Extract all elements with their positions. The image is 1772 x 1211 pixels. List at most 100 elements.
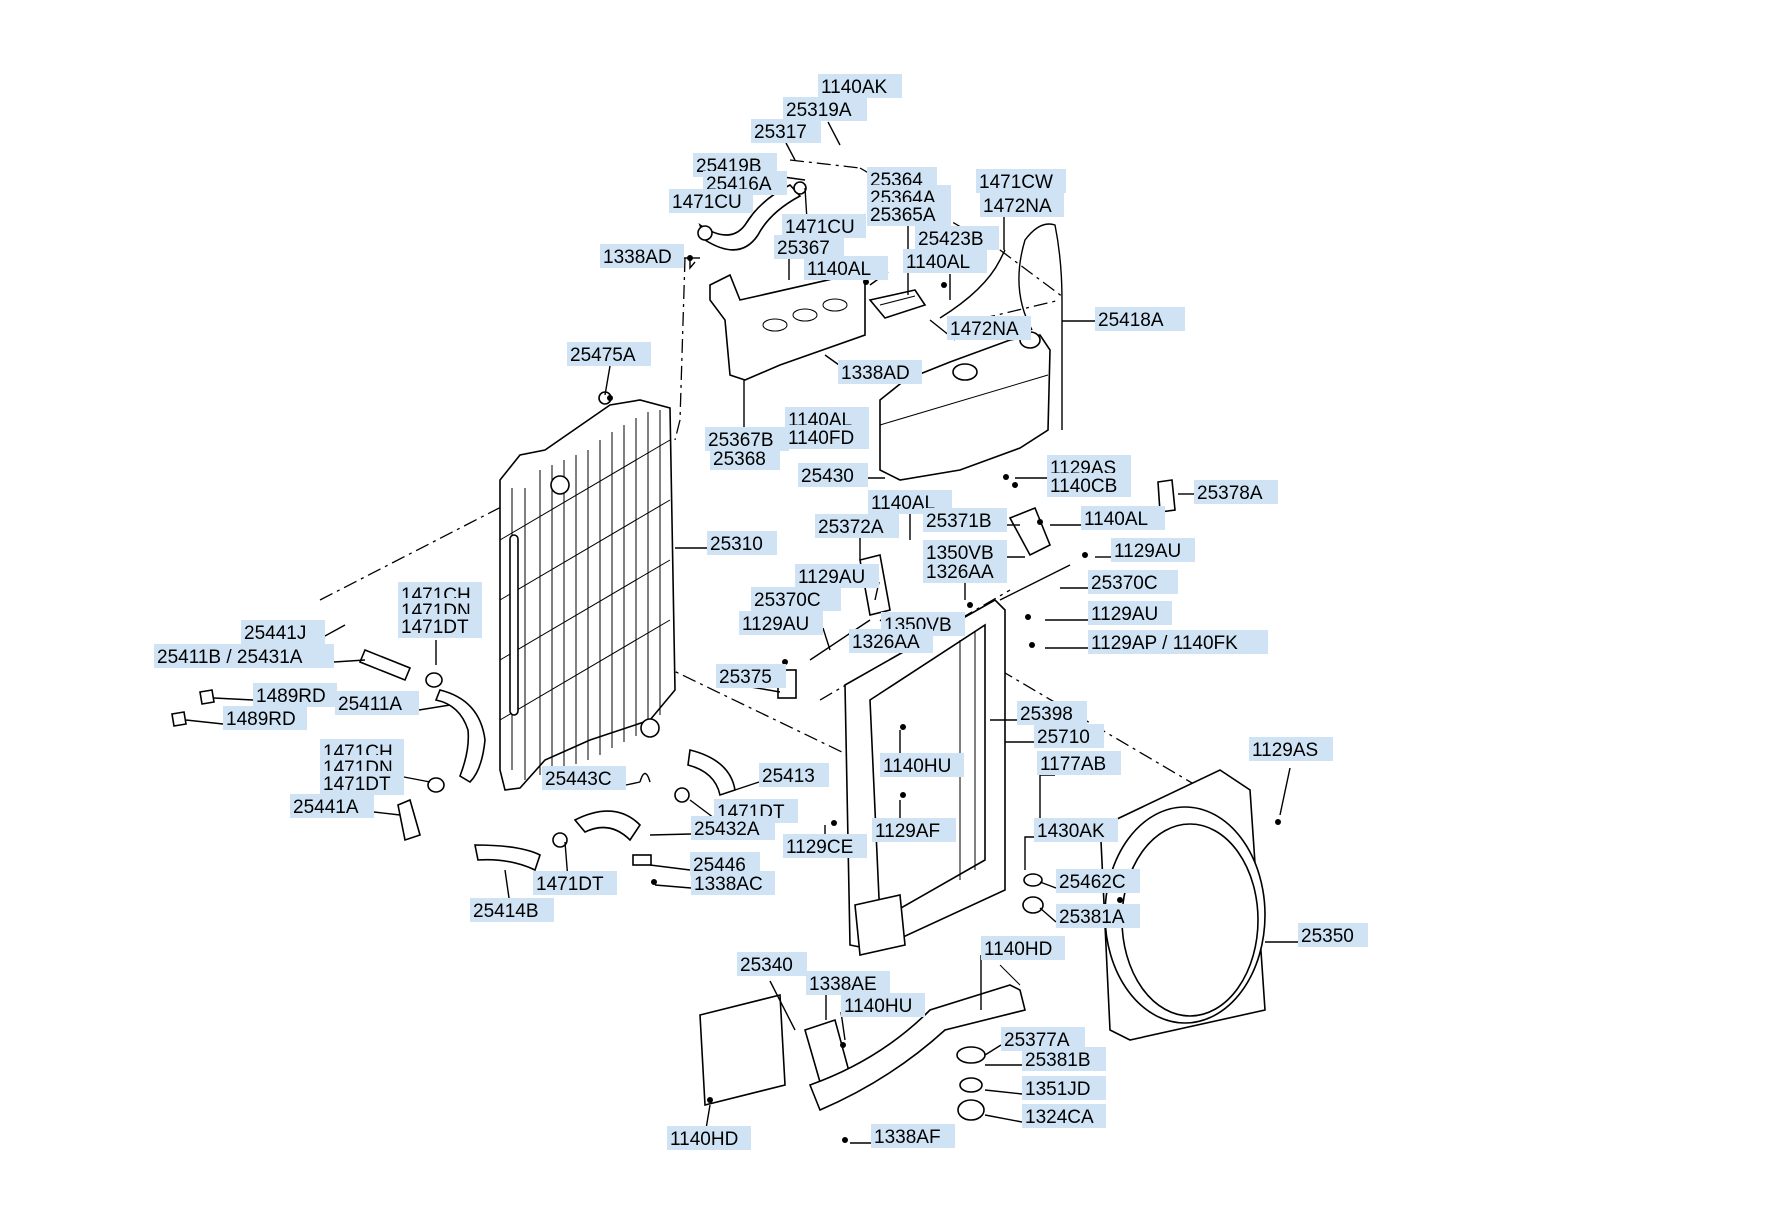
part-label-1177ab: 1177AB — [1037, 751, 1121, 775]
part-label-25317: 25317 — [751, 119, 821, 143]
part-label-bg — [716, 664, 786, 688]
part-label-text: 25423B — [918, 229, 984, 250]
part-label-25310: 25310 — [707, 531, 777, 555]
part-label-bg — [154, 644, 334, 668]
part-label-bg — [804, 256, 888, 280]
part-label-text: 25371B — [926, 511, 992, 532]
part-label-bg — [751, 119, 821, 143]
part-label-bg — [880, 753, 964, 777]
part-label-text: 1326AA — [926, 562, 994, 583]
part-label-bg — [691, 816, 775, 840]
bracket-25364 — [868, 289, 927, 319]
part-label-bg — [691, 871, 775, 895]
part-label-bg — [600, 244, 684, 268]
part-label-text: 1471CW — [979, 172, 1053, 193]
part-label-text: 25350 — [1301, 926, 1354, 947]
part-label-bg — [241, 620, 325, 644]
part-label-text: 25462C — [1059, 872, 1126, 893]
part-label-25411b-25431a: 25411B / 25431A — [154, 644, 334, 668]
part-label-text: 25377A — [1004, 1030, 1070, 1051]
part-label-bg — [1088, 601, 1172, 625]
part-label-text: 25365A — [870, 205, 936, 226]
part-label-text: 1129AU — [798, 567, 865, 588]
part-label-1471cu: 1471CU — [782, 214, 866, 238]
part-label-25350: 25350 — [1298, 923, 1368, 947]
part-label-25340: 25340 — [737, 952, 807, 976]
part-label-1338ae: 1338AE — [806, 971, 890, 995]
part-label-25423b: 25423B — [915, 226, 999, 250]
part-label-bg — [470, 898, 554, 922]
part-label-25430: 25430 — [798, 463, 868, 487]
part-label-25441a: 25441A — [290, 794, 374, 818]
bolt-markers — [607, 107, 1281, 1143]
part-label-text: 1338AC — [694, 874, 763, 895]
part-label-bg — [1056, 869, 1140, 893]
part-label-bg — [751, 587, 841, 611]
part-label-25368: 25368 — [710, 446, 780, 470]
part-label-text: 1140AL — [871, 493, 935, 514]
part-label-text: 1140HD — [984, 939, 1052, 960]
part-label-1140fd: 1140FD — [785, 425, 869, 449]
lower-support — [699, 964, 1026, 1112]
part-label-text: 25418A — [1098, 310, 1164, 331]
part-label-text: 25441A — [293, 797, 359, 818]
part-label-bg — [1249, 737, 1333, 761]
part-label-25367: 25367 — [774, 235, 844, 259]
part-label-text: 1140FD — [788, 428, 854, 449]
part-label-1129ce: 1129CE — [783, 834, 867, 858]
part-label-text: 1140AL — [807, 259, 871, 280]
part-label-bg — [838, 360, 922, 384]
part-label-text: 1140HD — [670, 1129, 738, 1150]
part-label-bg — [798, 463, 868, 487]
part-label-text: 25381A — [1059, 907, 1125, 928]
part-label-1129au: 1129AU — [1111, 538, 1195, 562]
part-label-text: 1338AD — [841, 363, 910, 384]
part-label-text: 25367 — [777, 238, 830, 259]
part-label-25441j: 25441J — [241, 620, 325, 644]
part-label-1129au: 1129AU — [1088, 601, 1172, 625]
part-label-bg — [783, 97, 867, 121]
part-label-25462c: 25462C — [1056, 869, 1140, 893]
part-label-text: 1471DT — [323, 774, 391, 795]
part-label-1471cu: 1471CU — [669, 189, 753, 213]
part-label-text: 1472NA — [983, 196, 1052, 217]
part-label-1430ak: 1430AK — [1034, 818, 1118, 842]
part-label-1140ak: 1140AK — [818, 74, 902, 98]
part-label-1472na: 1472NA — [980, 193, 1064, 217]
part-label-1129au: 1129AU — [739, 611, 823, 635]
part-label-text: 1140AL — [906, 252, 970, 273]
part-label-text: 25367B — [708, 430, 774, 451]
part-label-1472na: 1472NA — [947, 316, 1031, 340]
part-label-text: 25370C — [1091, 573, 1158, 594]
part-label-text: 25370C — [754, 590, 821, 611]
part-label-1129as: 1129AS — [1249, 737, 1333, 761]
part-label-text: 1129AU — [1091, 604, 1158, 625]
part-label-bg — [1298, 923, 1368, 947]
part-label-1471cw: 1471CW — [976, 169, 1066, 193]
part-label-text: 1324CA — [1025, 1107, 1094, 1128]
part-label-text: 25372A — [818, 517, 884, 538]
part-label-1326aa: 1326AA — [849, 629, 933, 653]
part-label-text: 25378A — [1197, 483, 1263, 504]
part-label-text: 1326AA — [852, 632, 920, 653]
part-label-1140al: 1140AL — [903, 249, 987, 273]
part-label-1471dt: 1471DT — [533, 871, 617, 895]
part-label-bg — [815, 514, 899, 538]
part-label-text: 1177AB — [1040, 754, 1106, 775]
part-label-bg — [1088, 630, 1268, 654]
part-label-text: 1129AU — [742, 614, 809, 635]
part-label-bg — [223, 706, 307, 730]
part-label-text: 1140HU — [883, 756, 951, 777]
part-label-25710: 25710 — [1034, 724, 1104, 748]
part-label-1351jd: 1351JD — [1022, 1076, 1106, 1100]
part-label-text: 25414B — [473, 901, 539, 922]
part-label-25443c: 25443C — [542, 766, 626, 790]
part-label-text: 1471CU — [672, 192, 742, 213]
part-label-1140hd: 1140HD — [667, 1126, 751, 1150]
part-label-bg — [542, 766, 626, 790]
part-label-bg — [1034, 724, 1104, 748]
part-label-bg — [320, 771, 404, 795]
part-label-1338af: 1338AF — [871, 1124, 955, 1148]
part-label-25370c: 25370C — [1088, 570, 1178, 594]
